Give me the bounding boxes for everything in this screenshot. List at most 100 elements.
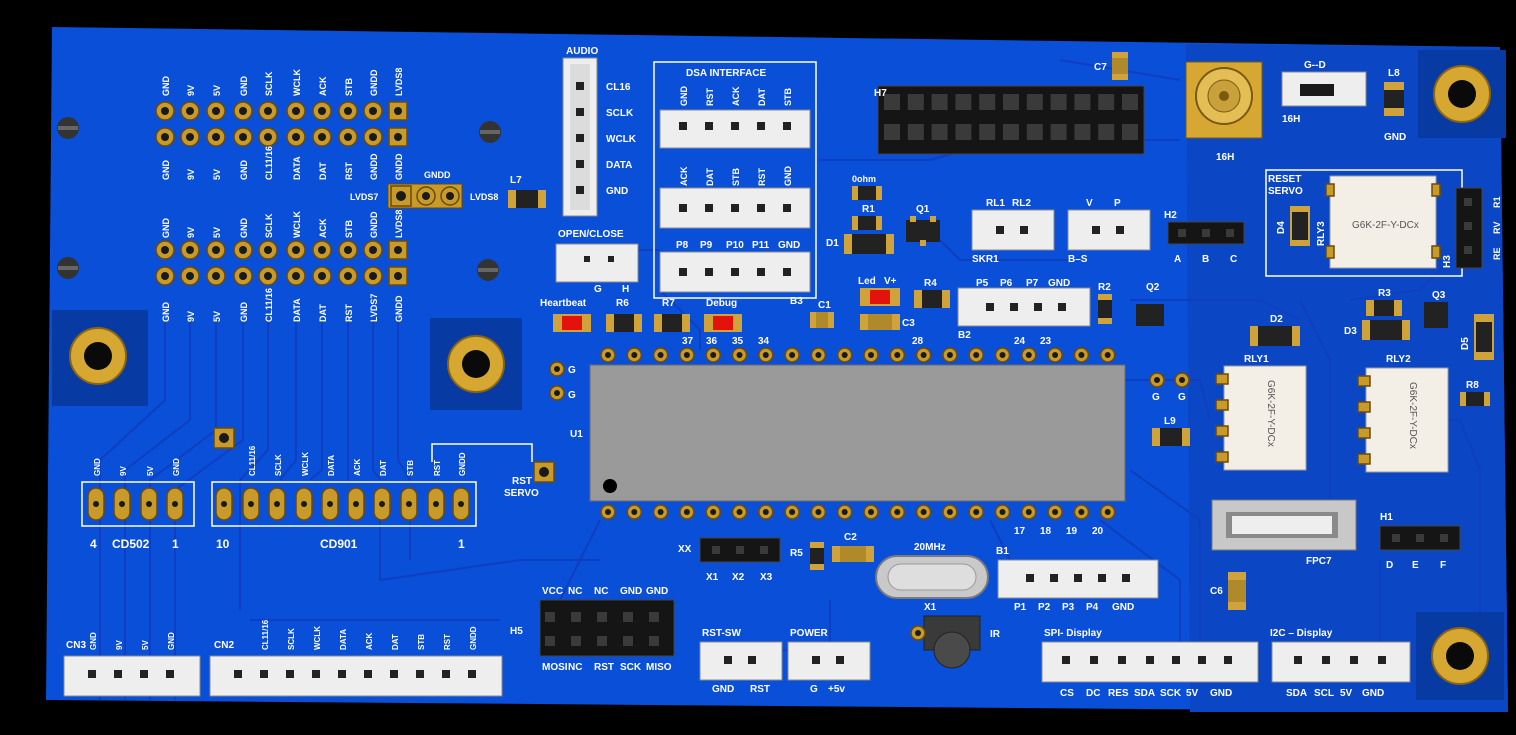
u1-pad-hole (841, 352, 848, 358)
mid-header-pads (155, 240, 408, 286)
power-pin-5v: +5v (828, 684, 845, 695)
spi-pin (1062, 656, 1070, 664)
header-pad-hole (264, 272, 272, 280)
cd901-pad-hole (221, 501, 227, 507)
cd901-left: 10 (216, 537, 230, 551)
header-pad-hole (239, 246, 247, 254)
u1-pad-hole (631, 509, 638, 515)
u1-pin-number: 17 (1014, 526, 1026, 537)
cd901-right: 1 (458, 537, 465, 551)
h7-pin (1098, 124, 1115, 140)
dsa-title: DSA INTERFACE (686, 68, 767, 79)
header-label: 5V (212, 169, 222, 180)
g-label-4: G (1178, 392, 1186, 403)
header-label: GND (239, 160, 249, 181)
inductor-l9: L9 (1152, 416, 1190, 446)
h5-pin (623, 612, 633, 622)
header-pad-hole (186, 272, 194, 280)
spi-pin-label: RES (1108, 688, 1129, 699)
b3-pin-label: P9 (700, 240, 713, 251)
header-label: WCLK (292, 69, 302, 96)
debug-label: Debug (706, 298, 737, 309)
header-pad-hole (292, 107, 300, 115)
cd901-pin-label: WCLK (301, 452, 310, 476)
antenna-sma: 16H (1185, 61, 1263, 163)
xx-pin-x2: X2 (732, 572, 745, 583)
dsa-row1-label: GND (679, 86, 689, 107)
u1-pad-hole (683, 352, 690, 358)
spi-pin (1118, 656, 1126, 664)
relay-rly2: RLY2 G6K-2F-Y-DCx (1357, 354, 1449, 473)
h3-label: H3 (1442, 255, 1453, 268)
dsa-pin (705, 122, 713, 130)
cn2-pin-label: GNDD (469, 626, 478, 650)
header-pad-hole (318, 133, 326, 141)
cd901-pad-hole (353, 501, 359, 507)
header-label: ACK (318, 76, 328, 96)
header-pad-hole (212, 272, 220, 280)
r1-q1-d1: 0ohm R1 Q1 D1 (826, 174, 940, 254)
h5-bottom-label: MOSI (542, 662, 568, 673)
b2-pin (1010, 303, 1018, 311)
rly2-label: RLY2 (1386, 354, 1411, 365)
header-label: DATA (292, 298, 302, 322)
dsa-pin (679, 122, 687, 130)
h2-pin-a: A (1174, 254, 1181, 265)
h7-pin (979, 94, 996, 110)
header-pad-hole (394, 272, 402, 280)
cd502-right: 1 (172, 537, 179, 551)
open-close-title: OPEN/CLOSE (558, 229, 624, 240)
b3-pin-label: P10 (726, 240, 744, 251)
cd901-pad-hole (379, 501, 385, 507)
crystal-name: X1 (924, 602, 937, 613)
header-pad-hole (344, 107, 352, 115)
spi-pin-label: SCK (1160, 688, 1182, 699)
c3-label: C3 (902, 318, 915, 329)
header-pad-hole (292, 133, 300, 141)
b3-pin-label: GND (778, 240, 800, 251)
cd502-label: CD502 (112, 537, 150, 551)
header-label: 9V (186, 311, 196, 322)
header-label: CL11/16 (264, 146, 274, 180)
skr1-connector: RL1 RL2 SKR1 (971, 198, 1055, 265)
rly2-part: G6K-2F-Y-DCx (1407, 382, 1418, 449)
c7-label: C7 (1094, 62, 1107, 73)
cd502-pad-hole (172, 501, 178, 507)
i2c-title: I2C – Display (1270, 628, 1333, 639)
i2c-pin-label: SDA (1286, 688, 1307, 699)
b1-pin (1050, 574, 1058, 582)
cn3-pin-label: GND (89, 632, 98, 650)
dsa-pin (705, 204, 713, 212)
u1-pad-hole (789, 352, 796, 358)
rly1-part: G6K-2F-Y-DCx (1265, 380, 1276, 447)
header-label: GND (239, 76, 249, 97)
gd-under-label: 16H (1282, 114, 1300, 125)
u1-pad-hole (999, 509, 1006, 515)
header-label: 5V (212, 85, 222, 96)
spi-pin (1198, 656, 1206, 664)
rst-servo-label-2: SERVO (504, 488, 539, 499)
h7-pin (955, 124, 972, 140)
open-close-pin-g: G (594, 284, 602, 295)
header-pad-hole (186, 133, 194, 141)
r4-label: R4 (924, 278, 937, 289)
u1-pad-hole (1078, 509, 1085, 515)
header-label: GNDD (369, 153, 379, 180)
traces (99, 59, 1481, 700)
h7-pin (907, 94, 924, 110)
h5-pin (597, 636, 607, 646)
header-pad-hole (292, 272, 300, 280)
spi-title: SPI- Display (1044, 628, 1102, 639)
b3-pin (705, 268, 713, 276)
h5-top-label: VCC (542, 586, 563, 597)
b1-pin (1074, 574, 1082, 582)
rly1-label: RLY1 (1244, 354, 1269, 365)
gndd-top-label: GNDD (424, 170, 451, 180)
rly3-part: G6K-2F-Y-DCx (1352, 220, 1419, 231)
u1-pad-hole (1052, 509, 1059, 515)
xx-label: XX (678, 544, 692, 555)
cn3-pin-label: 9V (115, 640, 124, 650)
h5-bottom-label: RST (594, 662, 614, 673)
